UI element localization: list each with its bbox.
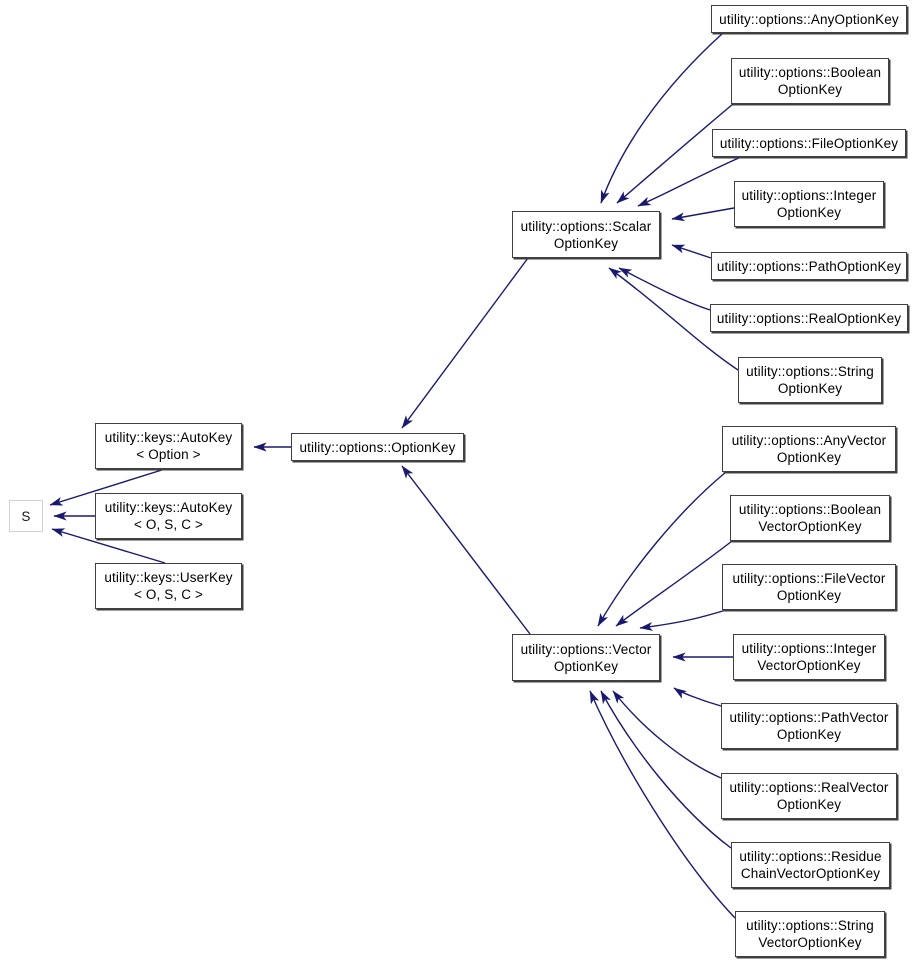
- inheritance-edge-booleanvectoroptionkey-to-vectoroptionkey: [615, 540, 733, 627]
- class-node-integeroptionkey[interactable]: utility::options::Integer OptionKey: [734, 181, 884, 227]
- class-node-realoptionkey[interactable]: utility::options::RealOptionKey: [710, 304, 908, 332]
- class-node-realvectoroptionkey[interactable]: utility::options::RealVector OptionKey: [721, 773, 897, 819]
- class-node-residuechainvectoroptionkey[interactable]: utility::options::Residue ChainVectorOpt…: [731, 842, 890, 888]
- inheritance-edge-anyoptionkey-to-scalaroptionkey: [600, 32, 724, 204]
- edge-group: [49, 32, 742, 919]
- class-node-autokey_osc[interactable]: utility::keys::AutoKey < O, S, C >: [95, 493, 242, 539]
- class-node-pathoptionkey[interactable]: utility::options::PathOptionKey: [711, 252, 907, 280]
- class-node-pathvectoroptionkey[interactable]: utility::options::PathVector OptionKey: [721, 703, 897, 749]
- class-node-stringvectoroptionkey[interactable]: utility::options::String VectorOptionKey: [735, 911, 885, 957]
- class-node-anyvectoroptionkey[interactable]: utility::options::AnyVector OptionKey: [722, 426, 896, 472]
- class-node-integervectoroptionkey[interactable]: utility::options::Integer VectorOptionKe…: [733, 634, 885, 680]
- class-node-fileoptionkey[interactable]: utility::options::FileOptionKey: [712, 129, 906, 157]
- class-node-s[interactable]: S: [9, 500, 43, 532]
- class-node-optionkey[interactable]: utility::options::OptionKey: [291, 433, 464, 461]
- inheritance-edge-stringvectoroptionkey-to-vectoroptionkey: [589, 690, 736, 919]
- inheritance-edge-pathoptionkey-to-scalaroptionkey: [671, 244, 712, 259]
- inheritance-edge-vectoroptionkey-to-optionkey: [401, 465, 531, 635]
- class-node-scalaroptionkey[interactable]: utility::options::Scalar OptionKey: [512, 211, 660, 258]
- inheritance-edge-pathvectoroptionkey-to-vectoroptionkey: [673, 687, 722, 707]
- class-node-vectoroptionkey[interactable]: utility::options::Vector OptionKey: [512, 634, 660, 681]
- class-node-booleanvectoroptionkey[interactable]: utility::options::Boolean VectorOptionKe…: [730, 495, 890, 541]
- inheritance-edge-fileoptionkey-to-scalaroptionkey: [637, 156, 742, 207]
- class-node-userkey_osc[interactable]: utility::keys::UserKey < O, S, C >: [95, 563, 242, 609]
- inheritance-edge-realvectoroptionkey-to-vectoroptionkey: [612, 690, 722, 779]
- inheritance-edge-residuechainvectoroptionkey-to-vectoroptionkey: [600, 690, 732, 849]
- inheritance-edge-anyvectoroptionkey-to-vectoroptionkey: [597, 471, 727, 627]
- inheritance-edge-integeroptionkey-to-scalaroptionkey: [671, 207, 735, 222]
- inheritance-edge-realoptionkey-to-scalaroptionkey: [618, 267, 711, 311]
- class-node-filevectoroptionkey[interactable]: utility::options::FileVector OptionKey: [722, 564, 896, 610]
- inheritance-edge-scalaroptionkey-to-optionkey: [401, 257, 529, 429]
- class-node-booleanoptionkey[interactable]: utility::options::Boolean OptionKey: [731, 58, 889, 104]
- class-node-autokey_option[interactable]: utility::keys::AutoKey < Option >: [95, 423, 242, 469]
- inheritance-edge-filevectoroptionkey-to-vectoroptionkey: [639, 609, 727, 631]
- class-node-anyoptionkey[interactable]: utility::options::AnyOptionKey: [711, 5, 907, 33]
- class-node-stringoptionkey[interactable]: utility::options::String OptionKey: [738, 357, 882, 403]
